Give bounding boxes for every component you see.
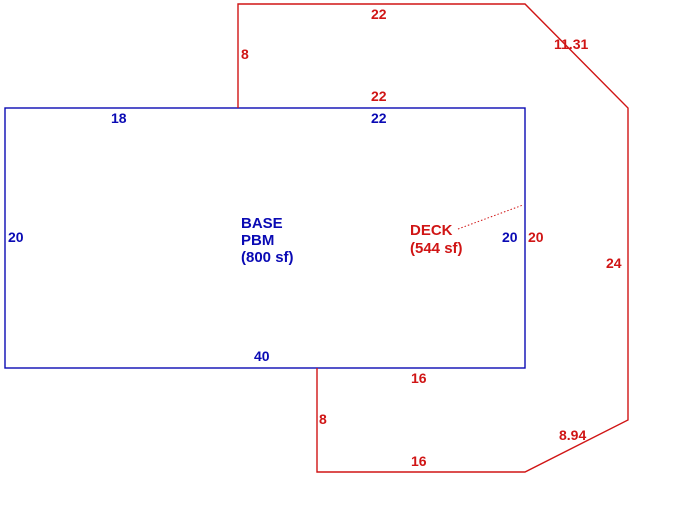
deck-dim-right: 24 — [606, 255, 622, 271]
deck-area: (544 sf) — [410, 240, 463, 257]
base-outline — [4, 107, 526, 369]
deck-dim-upper-left: 8 — [241, 46, 249, 62]
base-label-line2: PBM — [241, 232, 274, 249]
deck-upper-outline — [237, 3, 629, 473]
base-dim-top-right: 22 — [371, 110, 387, 126]
base-dim-top-left: 18 — [111, 110, 127, 126]
deck-dim-inner-right: 20 — [528, 229, 544, 245]
base-area: (800 sf) — [241, 249, 294, 266]
deck-dim-diagonal-bottom: 8.94 — [559, 427, 586, 443]
deck-dim-inner-bottom: 16 — [411, 370, 427, 386]
base-dim-bottom: 40 — [254, 348, 270, 364]
deck-dim-inner-top: 22 — [371, 88, 387, 104]
base-dim-right: 20 — [502, 229, 518, 245]
base-label-line1: BASE — [241, 215, 283, 232]
deck-label-leader — [457, 204, 524, 230]
deck-dim-lower-left: 8 — [319, 411, 327, 427]
base-dim-left: 20 — [8, 229, 24, 245]
deck-dim-top: 22 — [371, 6, 387, 22]
deck-dim-diagonal-top: 11.31 — [554, 36, 588, 52]
deck-dim-bottom: 16 — [411, 453, 427, 469]
deck-label: DECK — [410, 222, 453, 239]
